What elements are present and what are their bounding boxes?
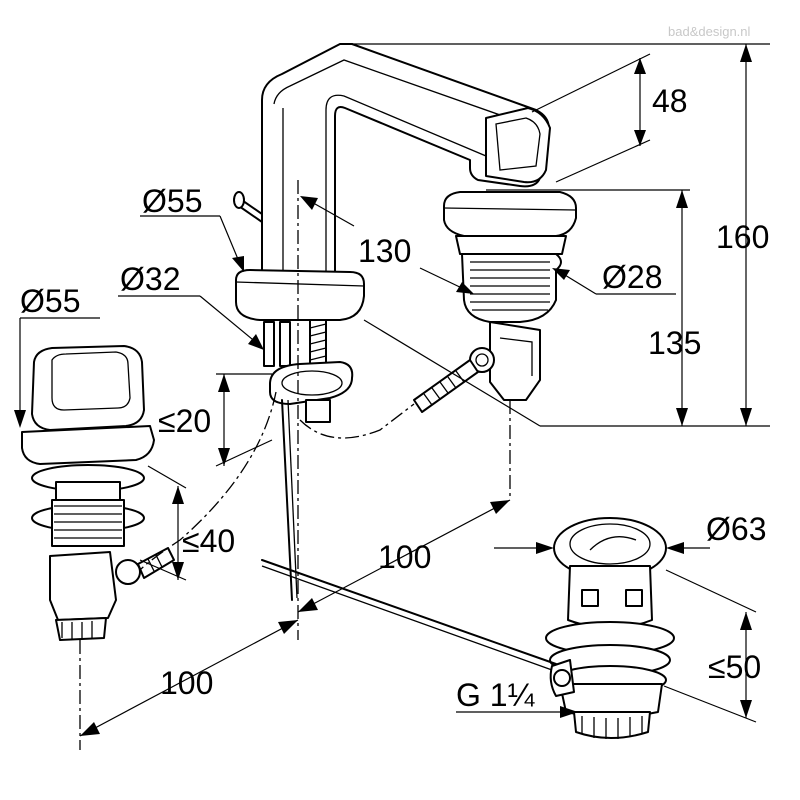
dim-d63: Ø63 — [706, 511, 766, 547]
dim-100-bottom: 100 — [160, 665, 213, 701]
spout-body — [233, 43, 551, 601]
dim-100-mid: 100 — [378, 539, 431, 575]
dim-le20: ≤20 — [158, 403, 211, 439]
dim-d28: Ø28 — [602, 259, 662, 295]
dim-d32: Ø32 — [120, 261, 180, 297]
watermark-text: bad&design.nl — [668, 24, 751, 39]
right-valve — [413, 191, 577, 413]
dimension-labels: Ø55 Ø32 Ø55 ≤20 ≤40 130 Ø28 48 160 135 1… — [20, 83, 769, 713]
left-valve — [21, 345, 175, 641]
dim-le40: ≤40 — [182, 523, 235, 559]
dim-d55-left: Ø55 — [20, 283, 80, 319]
dim-48: 48 — [652, 83, 688, 119]
dim-160: 160 — [716, 219, 769, 255]
dim-d55-top: Ø55 — [142, 183, 202, 219]
dim-130: 130 — [358, 233, 411, 269]
dim-135: 135 — [648, 325, 701, 361]
waste-drain — [261, 517, 675, 739]
dim-g114: G 1¼ — [456, 677, 536, 713]
center-lines — [79, 180, 511, 750]
dimension-lines — [14, 43, 770, 737]
dim-le50: ≤50 — [708, 649, 761, 685]
